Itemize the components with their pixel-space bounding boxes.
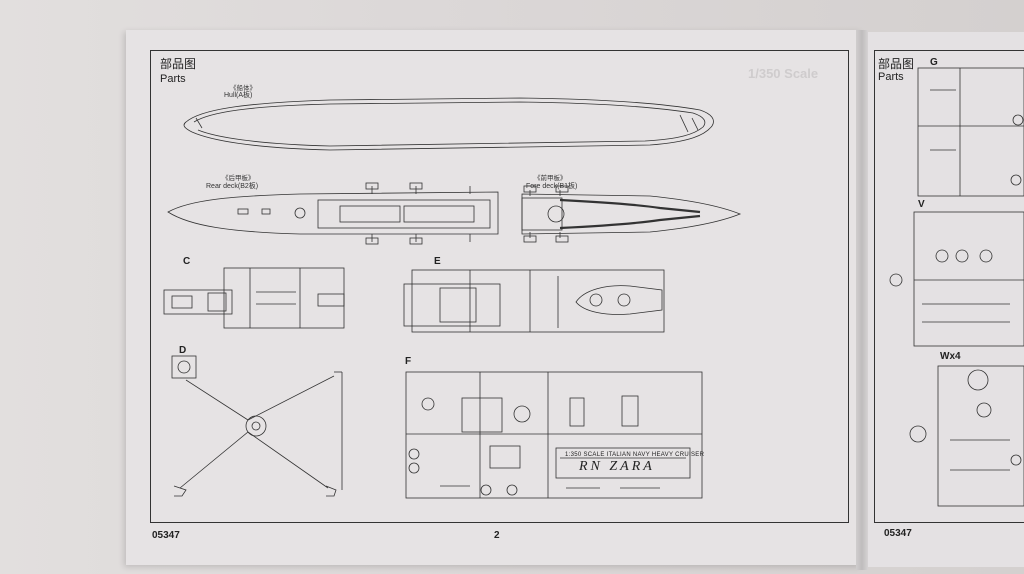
parts-header-en-right: Parts bbox=[878, 71, 904, 83]
parts-header-cn-right: 部品图 bbox=[878, 57, 915, 71]
hull-part-drawing bbox=[183, 97, 714, 151]
book-spine bbox=[856, 30, 868, 570]
sprue-e-label: E bbox=[434, 256, 441, 267]
sprue-v-drawing bbox=[889, 211, 1024, 347]
right-page-frame bbox=[874, 50, 1024, 523]
sprue-f-drawing bbox=[405, 371, 703, 499]
rear-deck-label-en: Rear deck(B2板) bbox=[206, 183, 259, 190]
fore-deck-label-en: Fore deck(B1板) bbox=[526, 183, 578, 190]
sprue-w-drawing bbox=[909, 365, 1024, 507]
hull-label-en: Hull(A板) bbox=[224, 92, 253, 99]
show-through-text: 1/350 Scale bbox=[748, 66, 819, 81]
sprue-g-label: G bbox=[930, 57, 938, 68]
product-code-left: 05347 bbox=[152, 530, 180, 541]
parts-header-en: Parts bbox=[160, 73, 186, 85]
fore-deck-label-cn: 《前甲板》 bbox=[534, 175, 567, 182]
sprue-g-drawing bbox=[917, 67, 1024, 197]
sprue-d-label: D bbox=[179, 345, 187, 356]
rear-deck-label-cn: 《后甲板》 bbox=[222, 175, 255, 182]
sprue-v-label: V bbox=[918, 199, 925, 210]
sprue-d-drawing bbox=[171, 355, 343, 497]
nameplate-ship-name: RN ZARA bbox=[579, 459, 655, 474]
fore-deck-drawing bbox=[521, 185, 742, 243]
parts-header-cn: 部品图 bbox=[160, 57, 197, 71]
sprue-f-label: F bbox=[405, 356, 412, 367]
nameplate-title: 1:350 SCALE ITALIAN NAVY HEAVY CRUISER bbox=[565, 452, 705, 458]
sprue-c-label: C bbox=[183, 256, 191, 267]
page-number: 2 bbox=[494, 530, 500, 541]
left-page bbox=[126, 30, 862, 565]
sprue-e-drawing bbox=[403, 269, 665, 333]
hull-label-cn: 《船体》 bbox=[230, 85, 256, 92]
rear-deck-drawing bbox=[167, 182, 499, 245]
sprue-w-label: Wx4 bbox=[940, 351, 961, 362]
sprue-c-drawing bbox=[163, 267, 345, 329]
product-code-right: 05347 bbox=[884, 528, 912, 539]
right-page bbox=[862, 32, 1024, 567]
left-page-frame bbox=[150, 50, 849, 523]
